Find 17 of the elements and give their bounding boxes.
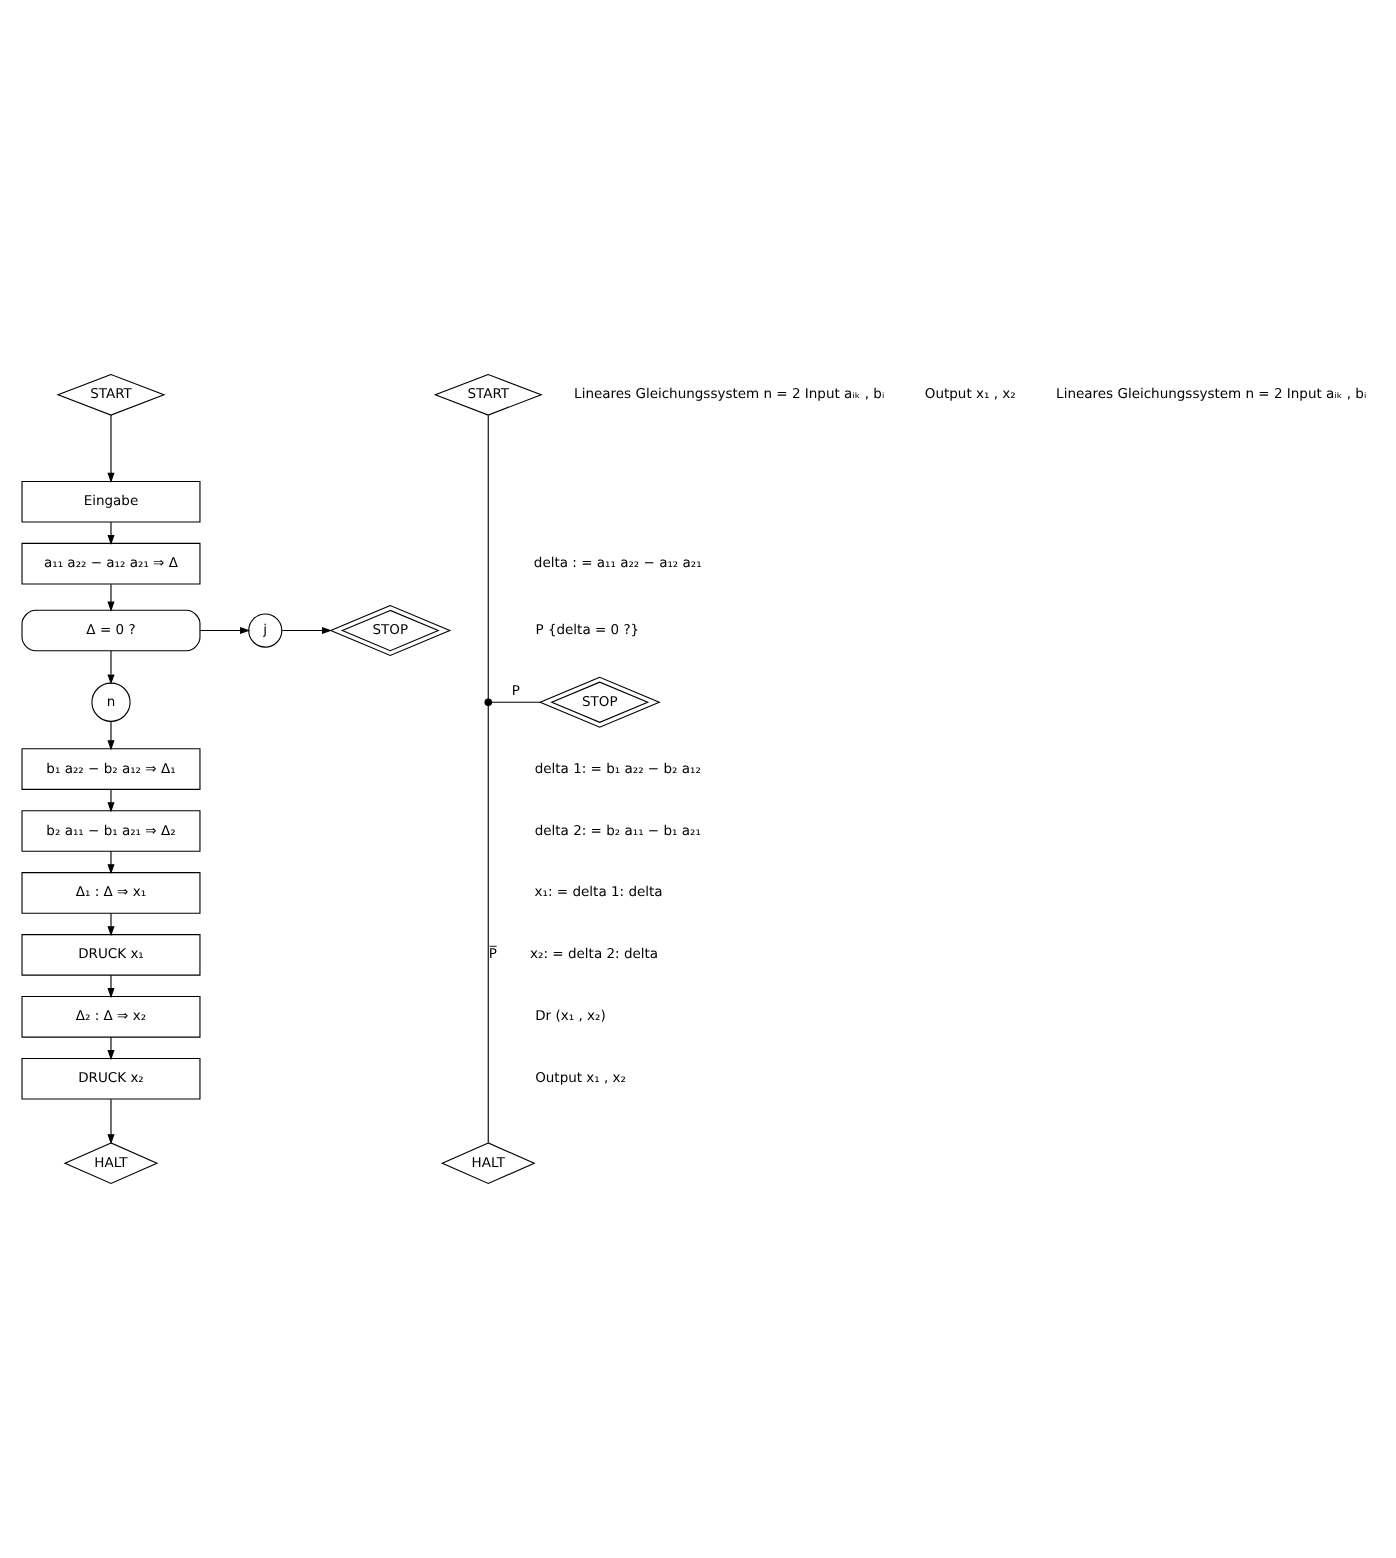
connector <box>487 705 489 1144</box>
node-point <box>484 698 493 707</box>
arrow <box>281 627 333 635</box>
arrow <box>107 1098 115 1145</box>
arrow <box>107 850 115 875</box>
arrow <box>107 414 115 483</box>
arrow <box>107 788 115 813</box>
connector <box>491 701 541 703</box>
arrow <box>107 583 115 612</box>
arrow <box>107 720 115 751</box>
arrow <box>107 974 115 999</box>
arrow <box>199 627 251 635</box>
arrow <box>107 650 115 685</box>
connector <box>487 414 489 700</box>
arrow <box>107 1036 115 1061</box>
arrow <box>107 912 115 937</box>
arrow <box>107 521 115 546</box>
